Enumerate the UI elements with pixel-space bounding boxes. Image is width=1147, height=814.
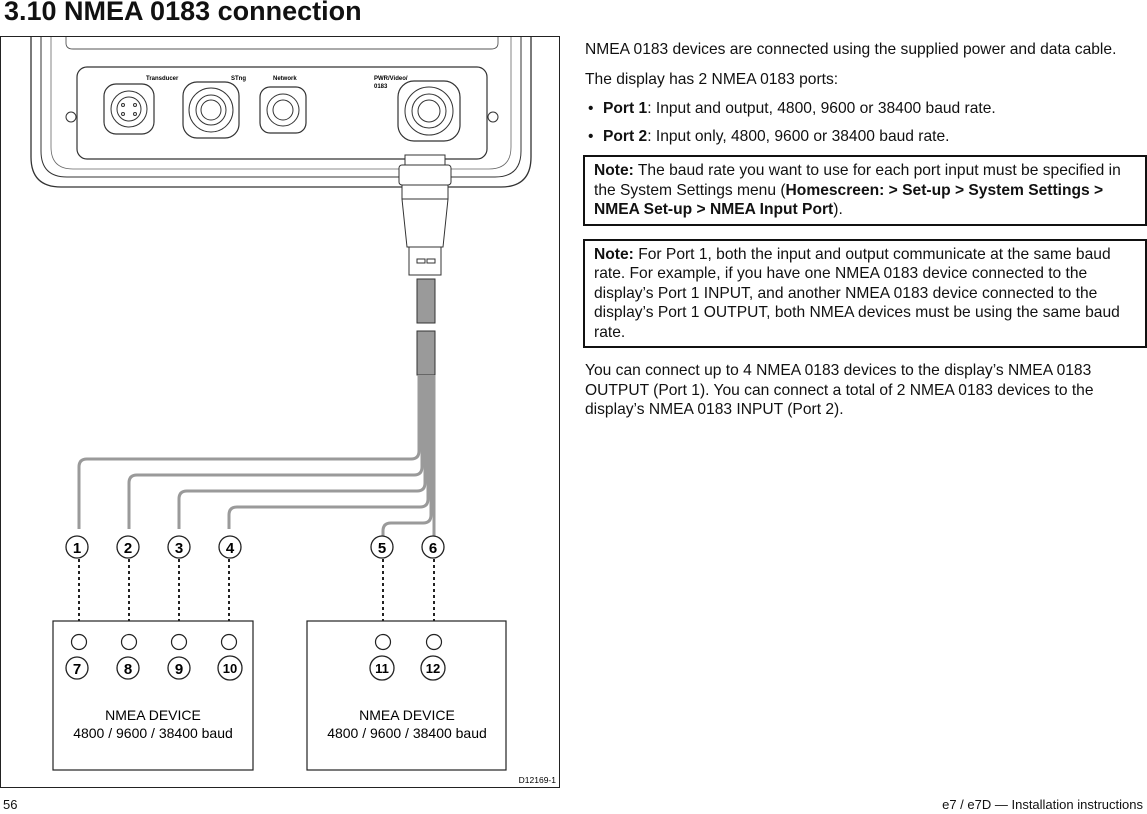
note-text: The baud rate you want to use for each p… [594,162,1121,199]
note-label: Note: [594,245,634,263]
terminal-label-7: 7 [65,656,89,680]
connector-label-transducer: Transducer [146,76,179,82]
port-name: Port 1 [603,100,648,117]
wire-label-1: 1 [65,535,89,559]
body-text: NMEA 0183 devices are connected using th… [583,40,1147,430]
device-2-name: NMEA DEVICE [359,707,455,723]
wire-label-4: 4 [218,535,242,559]
connector-label-network: Network [273,76,297,82]
section-title: 3.10 NMEA 0183 connection [4,0,362,26]
note-end: ). [833,201,843,218]
terminal-label-10: 10 [217,655,243,681]
note-label: Note: [594,162,634,179]
power-data-cable-plug [398,154,452,376]
svg-text:9: 9 [175,661,183,678]
nmea-device-2: 11 12 NMEA DEVICE 4800 / 9600 / 38400 ba… [306,620,507,771]
terminal-label-11: 11 [369,655,395,681]
connector-label-pwr-video: PWR/Video/ [374,76,408,82]
pwr-video-0183-connector [397,80,461,142]
stng-connector [182,81,240,139]
note-box-port1-baud: Note: For Port 1, both the input and out… [583,238,1147,348]
wiring-diagram: Transducer STng Network PWR/Video/ 0183 [0,36,560,788]
nmea-device-1: 7 8 9 10 NMEA DEVICE 4800 / 9600 / 38400… [52,620,254,771]
terminal-label-8: 8 [116,656,140,680]
closing-paragraph: You can connect up to 4 NMEA 0183 device… [585,362,1094,418]
port-name: Port 2 [603,127,648,145]
note-text: For Port 1, both the input and output co… [594,245,1120,341]
svg-text:3: 3 [175,540,183,557]
wire-labels: 1 2 3 4 5 6 [65,535,445,559]
list-item: Port 2: Input only, 4800, 9600 or 38400 … [585,127,1147,147]
document-footer: e7 / e7D — Installation instructions [942,797,1143,812]
svg-text:7: 7 [73,661,81,678]
terminal-label-12: 12 [420,655,446,681]
svg-text:6: 6 [429,540,437,557]
connector-label-stng: STng [231,76,246,82]
svg-text:8: 8 [124,661,132,678]
note-box-baud-setting: Note: The baud rate you want to use for … [583,155,1147,226]
device-1-baud: 4800 / 9600 / 38400 baud [73,725,233,741]
wire-label-5: 5 [370,535,394,559]
device-2-baud: 4800 / 9600 / 38400 baud [327,725,487,741]
menu-path: Homescreen: > Set-up > System Settings >… [594,181,1104,219]
data-wires [77,375,436,537]
svg-text:11: 11 [375,661,389,676]
svg-text:10: 10 [223,661,237,676]
svg-text:5: 5 [378,540,386,557]
svg-text:12: 12 [426,661,440,676]
wire-label-2: 2 [116,535,140,559]
wire-label-6: 6 [421,535,445,559]
wire-label-3: 3 [167,535,191,559]
port-description: : Input only, 4800, 9600 or 38400 baud r… [647,127,950,145]
intro-paragraph: NMEA 0183 devices are connected using th… [585,41,1117,58]
port-description: : Input and output, 4800, 9600 or 38400 … [647,100,996,117]
terminal-label-9: 9 [167,656,191,680]
list-item: Port 1: Input and output, 4800, 9600 or … [585,99,1147,119]
transducer-connector [103,83,155,135]
ports-list: Port 1: Input and output, 4800, 9600 or … [585,99,1147,146]
network-connector [259,86,307,134]
page-number: 56 [3,797,18,812]
display-unit-rear [30,37,532,188]
svg-text:1: 1 [73,540,81,557]
svg-text:2: 2 [124,540,132,557]
connector-label-0183: 0183 [374,84,388,90]
device-1-name: NMEA DEVICE [105,707,201,723]
svg-text:4: 4 [226,540,235,557]
drawing-id: D12169-1 [519,775,557,785]
ports-intro: The display has 2 NMEA 0183 ports: [585,70,839,88]
